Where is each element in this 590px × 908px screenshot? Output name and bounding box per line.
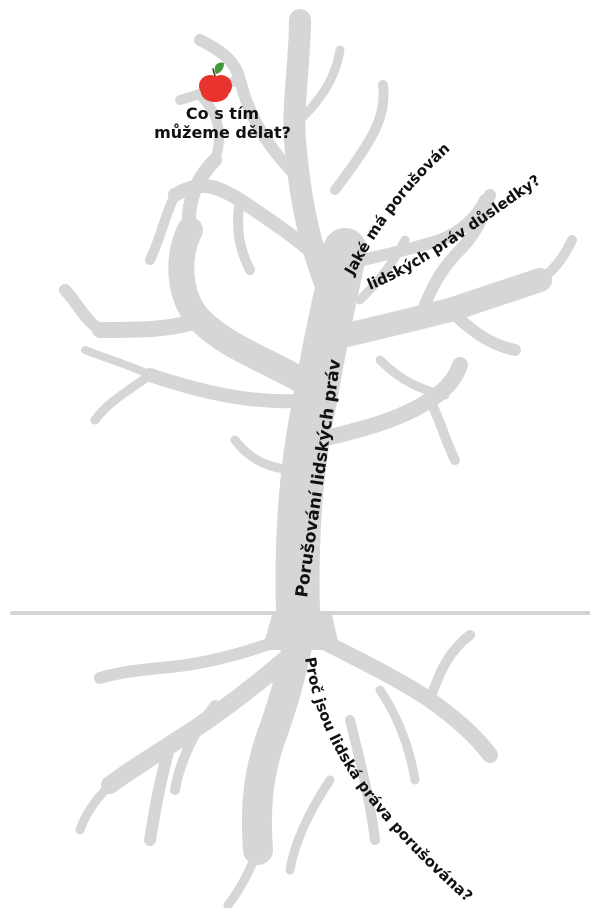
tree-illustration [10, 9, 590, 908]
apple-icon [199, 62, 232, 102]
apple-label-line1: Co s tím [185, 104, 260, 123]
apple-label-line2: můžeme dělat? [154, 123, 291, 142]
apple-label: Co s tím můžeme dělat? [150, 104, 295, 142]
